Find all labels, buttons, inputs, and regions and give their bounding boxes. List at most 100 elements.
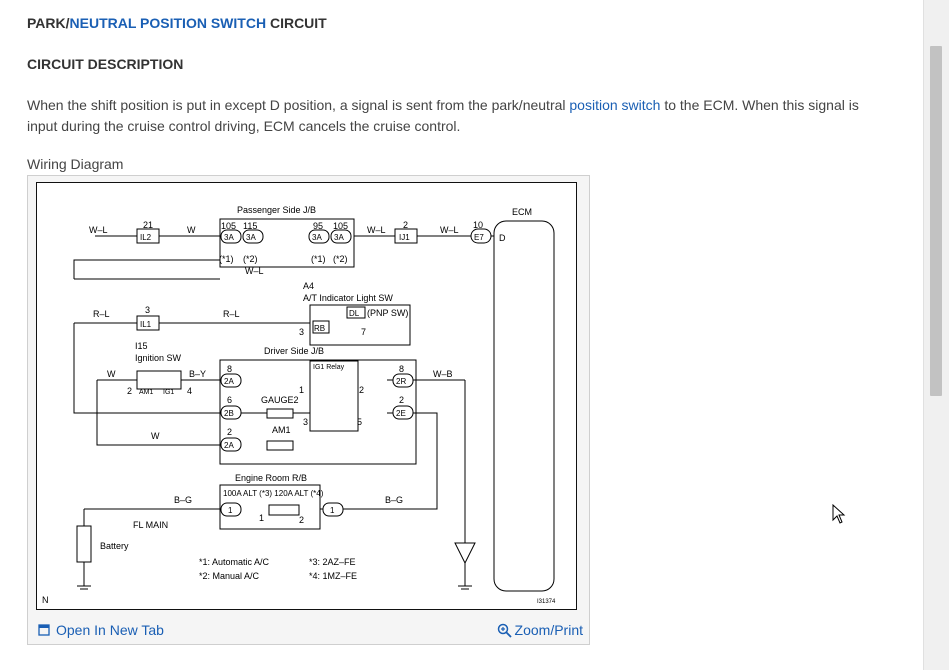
mouse-cursor-icon bbox=[832, 504, 846, 524]
pnp-rb-box bbox=[312, 320, 330, 334]
vertical-scrollbar[interactable] bbox=[923, 0, 949, 670]
diagram-code: I31374 bbox=[537, 599, 556, 605]
wire-w-2: W bbox=[107, 369, 116, 379]
connector-3a-2 bbox=[242, 229, 264, 244]
connector-3a-4 bbox=[330, 229, 352, 244]
pin-95: 95 bbox=[313, 221, 323, 231]
relay-label: IG1 Relay bbox=[313, 364, 345, 371]
wiring-diagram[interactable]: ECM Passenger Side J/B Driver Side J/B E… bbox=[36, 182, 577, 610]
connector-2a-2 bbox=[220, 437, 242, 452]
ecm-label: ECM bbox=[512, 207, 532, 217]
pin-2: 2 bbox=[403, 220, 408, 230]
connector-1-a-label: 1 bbox=[228, 506, 233, 515]
note-1: *1: Automatic A/C bbox=[199, 557, 270, 567]
wire-w-3: W bbox=[151, 431, 160, 441]
connector-2a-1 bbox=[220, 373, 242, 388]
suffix-1a: (*1) bbox=[219, 254, 234, 264]
connector-1-a bbox=[220, 502, 242, 517]
suffix-2b: (*2) bbox=[333, 254, 348, 264]
pin-2e: 2 bbox=[359, 385, 364, 395]
connector-3a-1 bbox=[220, 229, 242, 244]
at-sw-label: A/T Indicator Light SW bbox=[303, 293, 393, 303]
connector-1-b bbox=[322, 502, 344, 517]
pin-1b: 1 bbox=[259, 513, 264, 523]
description-paragraph: When the shift position is put in except… bbox=[27, 97, 859, 134]
wiring-diagram-svg: ECM Passenger Side J/B Driver Side J/B E… bbox=[42, 205, 556, 605]
connector-2r bbox=[392, 373, 414, 388]
am1-label: AM1 bbox=[272, 425, 291, 435]
pin-4: 4 bbox=[187, 386, 192, 396]
suffix-2a: (*2) bbox=[243, 254, 258, 264]
connector-il1 bbox=[136, 315, 160, 331]
open-tab-icon bbox=[38, 624, 50, 636]
connector-2r-label: 2R bbox=[396, 377, 406, 386]
pnp-dl-label: DL bbox=[349, 309, 360, 318]
pin-7: 7 bbox=[361, 327, 366, 337]
pin-6: 6 bbox=[227, 395, 232, 405]
wire-bg-2: B–G bbox=[385, 495, 403, 505]
pin-10: 10 bbox=[473, 220, 483, 230]
scrollbar-thumb[interactable] bbox=[930, 46, 942, 396]
fl-main-label: FL MAIN bbox=[133, 520, 168, 530]
zoom-label: Zoom/Print bbox=[514, 622, 583, 638]
connector-e7 bbox=[470, 228, 492, 244]
position-switch-link[interactable]: position switch bbox=[569, 97, 661, 113]
wire-bg-1: B–G bbox=[174, 495, 192, 505]
connector-2e bbox=[392, 405, 414, 420]
note-4: *4: 1MZ–FE bbox=[309, 571, 357, 581]
pnp-rb-label: RB bbox=[314, 324, 325, 333]
ign-ig1: IG1 bbox=[163, 389, 174, 396]
ign-label: Ignition SW bbox=[135, 353, 182, 363]
pin-3b: 3 bbox=[299, 327, 304, 337]
wire-wl-4: W–L bbox=[440, 225, 459, 235]
connector-ij1-label: IJ1 bbox=[399, 233, 410, 242]
gauge-label: GAUGE2 bbox=[261, 395, 299, 405]
at-sw-code: A4 bbox=[303, 281, 314, 291]
pin-2d: 2 bbox=[399, 395, 404, 405]
pin-105b: 105 bbox=[333, 221, 348, 231]
fuse-alt bbox=[268, 504, 300, 516]
connector-3a-2-label: 3A bbox=[246, 233, 256, 242]
pin-8b: 8 bbox=[399, 364, 404, 374]
ign-am1: AM1 bbox=[139, 389, 154, 396]
fuse-gauge bbox=[266, 408, 294, 419]
connector-3a-3-label: 3A bbox=[312, 233, 322, 242]
wire-rl-1: R–L bbox=[93, 309, 110, 319]
diagram-label: Wiring Diagram bbox=[27, 156, 124, 172]
connector-2a-1-label: 2A bbox=[224, 377, 234, 386]
suffix-1b: (*1) bbox=[311, 254, 326, 264]
pin-2c: 2 bbox=[227, 427, 232, 437]
connector-il2 bbox=[136, 228, 160, 244]
connector-3a-1-label: 3A bbox=[224, 233, 234, 242]
connector-2b bbox=[220, 405, 242, 420]
pin-8a: 8 bbox=[227, 364, 232, 374]
pin-21: 21 bbox=[143, 220, 153, 230]
title-link[interactable]: NEUTRAL POSITION SWITCH bbox=[69, 15, 267, 31]
connector-e7-label: E7 bbox=[474, 233, 484, 242]
section-heading: CIRCUIT DESCRIPTION bbox=[27, 56, 184, 72]
zoom-print-link[interactable]: Zoom/Print bbox=[497, 622, 583, 638]
pin-115: 115 bbox=[243, 221, 257, 231]
note-2: *2: Manual A/C bbox=[199, 571, 260, 581]
wire-wl-1: W–L bbox=[89, 225, 108, 235]
pin-5: 5 bbox=[357, 417, 362, 427]
wire-rl-2: R–L bbox=[223, 309, 240, 319]
connector-2b-label: 2B bbox=[224, 409, 234, 418]
open-in-new-tab-link[interactable]: Open In New Tab bbox=[38, 622, 164, 638]
pnp-dl-box bbox=[346, 306, 366, 319]
wire-wl-3: W–L bbox=[367, 225, 386, 235]
engine-rb-label: Engine Room R/B bbox=[235, 473, 307, 483]
connector-ij1 bbox=[394, 228, 418, 244]
connector-il2-label: IL2 bbox=[140, 233, 152, 242]
zoom-icon bbox=[497, 623, 512, 638]
ign-code: I15 bbox=[135, 341, 148, 351]
pin-2b: 2 bbox=[127, 386, 132, 396]
connector-3a-3 bbox=[308, 229, 330, 244]
passenger-jb-label: Passenger Side J/B bbox=[237, 205, 316, 215]
pin-1: 1 bbox=[299, 385, 304, 395]
connector-1-b-label: 1 bbox=[330, 506, 335, 515]
fuse-am1 bbox=[266, 440, 294, 451]
connector-3a-4-label: 3A bbox=[334, 233, 344, 242]
driver-jb-label: Driver Side J/B bbox=[264, 346, 324, 356]
pnp-label: (PNP SW) bbox=[367, 308, 408, 318]
